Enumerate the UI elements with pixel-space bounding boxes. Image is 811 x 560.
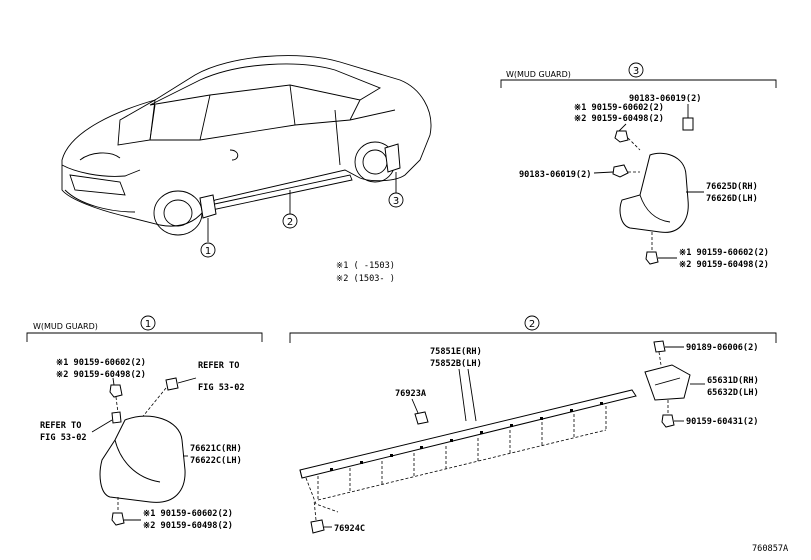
part-label-76924C: 76924C (334, 524, 365, 534)
part-label-76626D: 76626D(LH) (706, 194, 758, 204)
section-1-header: W(MUD GUARD) (33, 322, 98, 331)
bracket-part (644, 364, 691, 401)
refer-to-label-left: REFER TO (40, 421, 81, 431)
section-3-rear-mud-guard: W(MUD GUARD) 3 90183-06019(2) ※1 90159-6… (500, 62, 777, 270)
callout-number-1: 1 (205, 246, 211, 257)
part-label-90183-06019-mid: 90183-06019(2) (519, 170, 591, 180)
part-label-76621C: 76621C(RH) (190, 444, 242, 454)
section-3-number: 3 (633, 66, 639, 77)
part-label-90159-60431: 90159-60431(2) (686, 417, 758, 427)
variant-legend-2: ※2 (1503- ) (336, 274, 395, 284)
part-label-s3-bottom-screw-v1: ※1 90159-60602(2) (679, 248, 769, 258)
part-label-s3-screw-v2: ※2 90159-60498(2) (574, 114, 664, 124)
part-label-76622C: 76622C(LH) (190, 456, 242, 466)
rear-mud-guard-shape (384, 143, 401, 173)
callout-circle-3 (388, 192, 404, 208)
section-1-circle (140, 315, 156, 331)
screw-icon (109, 384, 123, 398)
part-label-s3-bottom-screw-v2: ※2 90159-60498(2) (679, 260, 769, 270)
part-label-s1-top-screw-v2: ※2 90159-60498(2) (56, 370, 146, 380)
screw-icon (645, 251, 659, 265)
part-label-s1-top-screw-v1: ※1 90159-60602(2) (56, 358, 146, 368)
car-illustration: 1 2 3 (61, 55, 432, 258)
screw-icon (111, 512, 125, 526)
variant-legend-1: ※1 ( -1503) (336, 261, 395, 271)
callout-circle-1 (200, 242, 216, 258)
clip-icon (682, 117, 694, 131)
nut-icon (310, 519, 325, 534)
section-2-number: 2 (529, 319, 535, 330)
figure-ref-code: 760857A (752, 544, 789, 554)
front-mud-guard-shape (199, 194, 217, 219)
part-label-76625D: 76625D(RH) (706, 182, 758, 192)
part-label-s1-bottom-screw-v1: ※1 90159-60602(2) (143, 509, 233, 519)
part-label-s3-screw-v1: ※1 90159-60602(2) (574, 103, 664, 113)
front-mud-guard-part (99, 415, 186, 503)
clip-icon (414, 411, 429, 425)
nut-icon (653, 340, 666, 353)
rear-mud-guard-part (619, 152, 689, 233)
part-label-65631D: 65631D(RH) (707, 376, 759, 386)
part-label-90189-06006: 90189-06006(2) (686, 343, 758, 353)
screw-icon (661, 414, 675, 428)
part-label-65632D: 65632D(LH) (707, 388, 759, 398)
part-label-s1-bottom-screw-v2: ※2 90159-60498(2) (143, 521, 233, 531)
fig-ref-label-left: FIG 53-02 (40, 433, 87, 443)
part-label-90183-06019-top: 90183-06019(2) (629, 94, 701, 104)
callout-number-2: 2 (287, 217, 293, 228)
part-label-75852B: 75852B(LH) (430, 359, 482, 369)
clip-icon (165, 377, 179, 391)
section-1-number: 1 (145, 319, 151, 330)
refer-to-label-right: REFER TO (198, 361, 239, 371)
callout-circle-2 (282, 213, 298, 229)
nut-icon (612, 164, 629, 178)
section-3-header: W(MUD GUARD) (506, 70, 571, 79)
part-label-75851E: 75851E(RH) (430, 347, 482, 357)
screw-icon (614, 130, 629, 143)
part-label-76923A: 76923A (395, 389, 427, 399)
clip-icon (111, 411, 122, 424)
section-2-rocker-molding: 2 75851E(RH) 75852B(LH) 76923A 90189-060… (289, 315, 777, 534)
rocker-molding-strip (299, 389, 637, 479)
fig-ref-label-right: FIG 53-02 (198, 383, 245, 393)
section-2-circle (524, 315, 540, 331)
section-3-circle (628, 62, 644, 78)
callout-number-3: 3 (393, 196, 399, 207)
strip-clips (330, 402, 603, 471)
section-1-front-mud-guard: W(MUD GUARD) 1 ※1 90159-60602(2) ※2 9015… (26, 315, 263, 531)
